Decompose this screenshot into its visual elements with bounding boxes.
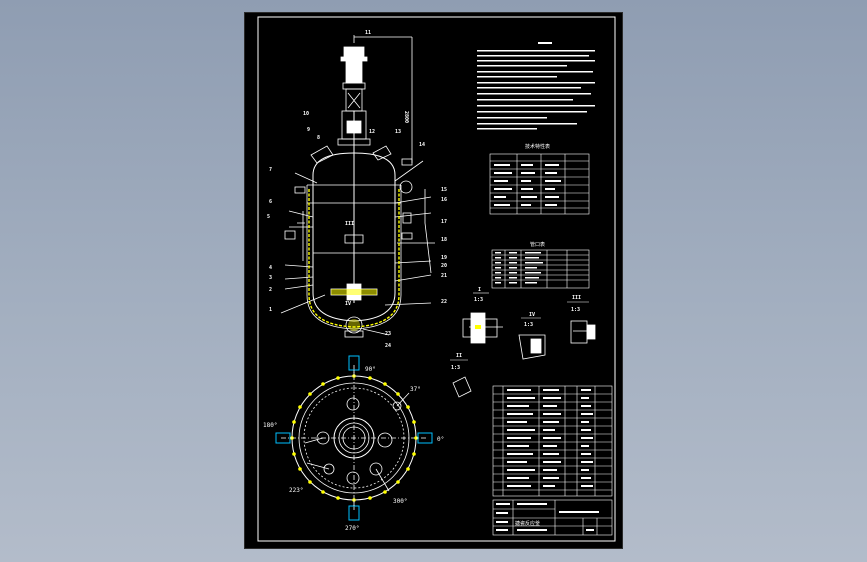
part-number: 3 bbox=[269, 275, 272, 281]
title-block bbox=[492, 499, 613, 536]
drawing-frame bbox=[257, 16, 616, 542]
technical-table bbox=[489, 153, 590, 215]
motor bbox=[343, 46, 365, 58]
detail-mark: III bbox=[345, 221, 354, 227]
vessel-shell bbox=[312, 152, 396, 322]
detail-views: I 1:3 IV 1:3 III 1:3 II 1:3 bbox=[450, 287, 596, 398]
part-number: 10 bbox=[303, 111, 309, 117]
part-number: 2 bbox=[269, 287, 272, 293]
angle-label: 180° bbox=[263, 422, 277, 429]
flange-bolts bbox=[290, 374, 418, 502]
reactor-drawing: 11 10 9 8 7 6 5 4 3 2 1 12 13 14 15 16 1… bbox=[257, 16, 616, 542]
nozzle-table-text bbox=[495, 252, 543, 284]
detail-scale: 1:3 bbox=[474, 297, 483, 303]
angle-label: 37° bbox=[410, 386, 421, 393]
part-number: 6 bbox=[269, 199, 272, 205]
part-number: 24 bbox=[385, 343, 391, 349]
title-block-text bbox=[496, 503, 599, 531]
part-number: 16 bbox=[441, 197, 447, 203]
part-number: 1 bbox=[269, 307, 272, 313]
part-number: 23 bbox=[385, 331, 391, 337]
part-number: 22 bbox=[441, 299, 447, 305]
part-number-labels: 11 10 9 8 7 6 5 4 3 2 1 12 13 14 15 16 1… bbox=[267, 30, 447, 349]
detail-mark: III bbox=[572, 295, 581, 301]
angle-label: 90° bbox=[365, 366, 376, 373]
part-number: 4 bbox=[269, 265, 272, 271]
detail-mark: IV bbox=[529, 312, 535, 318]
part-number: 5 bbox=[267, 214, 270, 220]
elevation-view bbox=[280, 35, 435, 338]
support-lug-legs bbox=[290, 370, 418, 506]
angle-label: 270° bbox=[345, 525, 359, 532]
part-number: 9 bbox=[307, 127, 310, 133]
drawing-sheet: 11 10 9 8 7 6 5 4 3 2 1 12 13 14 15 16 1… bbox=[244, 12, 623, 549]
detail-scale: 1:3 bbox=[571, 307, 580, 313]
technical-requirements bbox=[477, 42, 595, 130]
detail-scale: 1:3 bbox=[451, 365, 460, 371]
title-block-label: 搪瓷反应釜 bbox=[515, 520, 540, 527]
angle-label: 223° bbox=[289, 487, 303, 494]
part-number: 20 bbox=[441, 263, 447, 269]
parts-list-text bbox=[507, 389, 593, 487]
detail-mark: IV bbox=[345, 301, 351, 307]
angle-label: 0° bbox=[437, 436, 444, 443]
part-number: 15 bbox=[441, 187, 447, 193]
nozzle-table-title: 管口表 bbox=[530, 241, 545, 248]
technical-table-text bbox=[494, 164, 561, 206]
bottom-outlet bbox=[345, 316, 363, 334]
dimension-text: 2800 bbox=[403, 111, 409, 123]
angle-label: 300° bbox=[393, 498, 407, 505]
part-number: 14 bbox=[419, 142, 425, 148]
parts-list bbox=[492, 385, 613, 497]
detail-mark: I bbox=[478, 287, 481, 293]
part-number: 12 bbox=[369, 129, 375, 135]
part-number: 21 bbox=[441, 273, 447, 279]
technical-table-title: 技术特性表 bbox=[525, 143, 550, 150]
part-number: 7 bbox=[269, 167, 272, 173]
detail-mark: II bbox=[456, 353, 462, 359]
part-number: 18 bbox=[441, 237, 447, 243]
part-number: 11 bbox=[365, 30, 371, 36]
glass-lining bbox=[308, 189, 400, 328]
part-number: 19 bbox=[441, 255, 447, 261]
detail-scale: 1:3 bbox=[524, 322, 533, 328]
part-number: 17 bbox=[441, 219, 447, 225]
part-number: 8 bbox=[317, 135, 320, 141]
nozzle-table bbox=[491, 249, 590, 289]
part-number: 13 bbox=[395, 129, 401, 135]
